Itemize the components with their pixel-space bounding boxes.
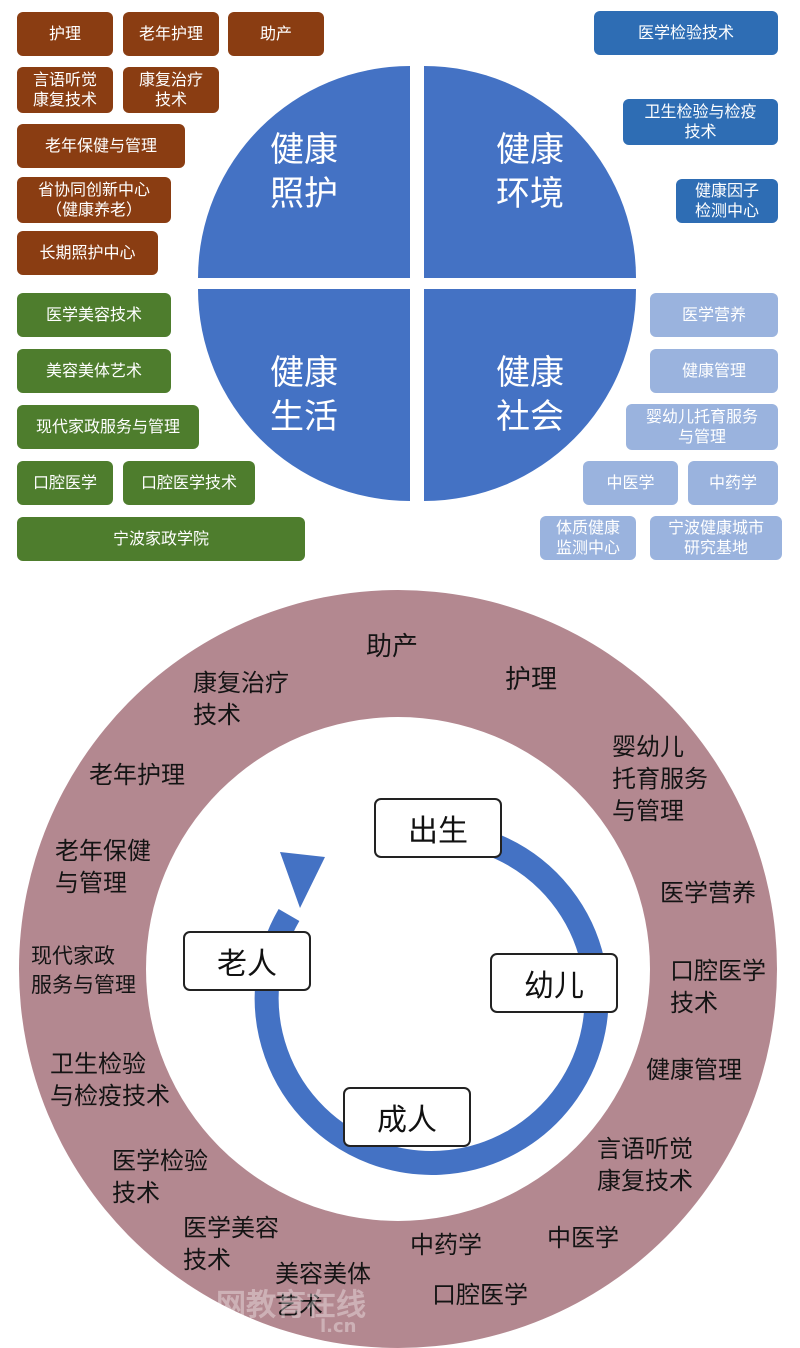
ring-label-home-economics: 现代家政 服务与管理 [31, 944, 136, 997]
tag-health-factor-center: 健康因子 检测中心 [676, 179, 778, 223]
ring-label-beauty-art: 美容美体 艺术 [275, 1260, 371, 1320]
watermark: 网教育在线 [216, 1288, 366, 1323]
ring-label-stomatology: 口腔医学 [432, 1281, 528, 1309]
ring-label-nursing: 护理 [505, 665, 558, 695]
tag-rehab-therapy: 康复治疗 技术 [123, 67, 219, 113]
tag-beauty-art: 美容美体艺术 [17, 349, 171, 393]
tag-infant-childcare: 婴幼儿托育服务 与管理 [626, 404, 778, 450]
tag-long-term-care-center: 长期照护中心 [17, 231, 158, 275]
tag-innovation-center: 省协同创新中心 （健康养老） [17, 177, 171, 223]
ring-label-chinese-pharmacy: 中药学 [410, 1231, 482, 1259]
ring-label-rehab-therapy: 康复治疗 技术 [193, 669, 289, 729]
cycle-arrow-head [280, 852, 325, 908]
tag-elderly-care-management: 老年保健与管理 [17, 124, 185, 168]
ring-label-midwifery: 助产 [366, 632, 419, 662]
tag-tcm: 中医学 [583, 461, 678, 505]
stage-birth: 出生 [374, 798, 502, 858]
ring-label-health-inspection-quarantine: 卫生检验 与检疫技术 [50, 1050, 170, 1110]
stage-infant: 幼儿 [490, 953, 618, 1013]
tag-home-economics: 现代家政服务与管理 [17, 405, 199, 449]
ring-label-speech-hearing-rehab: 言语听觉 康复技术 [597, 1135, 693, 1195]
watermark-sub: l.cn [320, 1316, 357, 1337]
tag-health-inspection-quarantine: 卫生检验与检疫 技术 [623, 99, 778, 145]
tag-medical-nutrition: 医学营养 [650, 293, 778, 337]
ring-label-stomatology-tech: 口腔医学 技术 [670, 957, 766, 1017]
ring-label-tcm: 中医学 [547, 1224, 619, 1252]
tag-health-management: 健康管理 [650, 349, 778, 393]
tag-medical-lab-tech: 医学检验技术 [594, 11, 778, 55]
ring-label-medical-cosmetology: 医学美容 技术 [183, 1214, 279, 1274]
ring-label-infant-childcare: 婴幼儿 托育服务 与管理 [612, 733, 708, 825]
stage-adult: 成人 [343, 1087, 471, 1147]
ring-label-elderly-care-management: 老年保健 与管理 [55, 837, 151, 897]
ring-label-geriatric-nursing: 老年护理 [89, 761, 185, 789]
tag-stomatology-tech: 口腔医学技术 [123, 461, 255, 505]
tag-physique-monitoring-center: 体质健康 监测中心 [540, 516, 636, 560]
tag-speech-hearing-rehab: 言语听觉 康复技术 [17, 67, 113, 113]
ring-label-medical-lab-tech: 医学检验 技术 [112, 1147, 208, 1207]
tag-stomatology: 口腔医学 [17, 461, 113, 505]
tag-nursing: 护理 [17, 12, 113, 56]
cycle-arrow-arc [254, 821, 609, 1175]
tag-healthy-city-research-base: 宁波健康城市 研究基地 [650, 516, 782, 560]
ring-label-medical-nutrition: 医学营养 [660, 879, 756, 907]
tag-medical-cosmetology: 医学美容技术 [17, 293, 171, 337]
ring-label-health-management: 健康管理 [646, 1056, 742, 1084]
stage-elderly: 老人 [183, 931, 311, 991]
tag-ningbo-home-economics-college: 宁波家政学院 [17, 517, 305, 561]
tag-midwifery: 助产 [228, 12, 324, 56]
tag-geriatric-nursing: 老年护理 [123, 12, 219, 56]
tag-chinese-pharmacy: 中药学 [688, 461, 778, 505]
